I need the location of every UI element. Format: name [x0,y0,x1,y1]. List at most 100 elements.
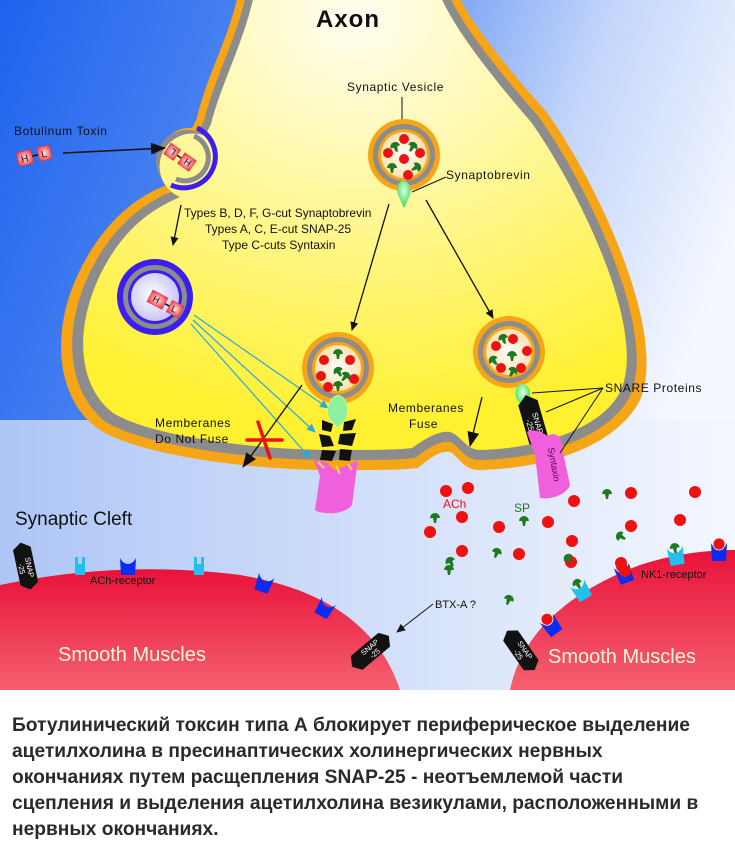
types-line-1: Types B, D, F, G-cut Synaptobrevin [184,206,371,220]
nk1-receptor [666,543,685,567]
acetylcholine-molecule [566,535,578,547]
acetylcholine-molecule [345,355,355,365]
fuse-label-1: Memberanes [388,401,464,415]
substance-p-molecule [333,381,343,391]
acetylcholine-molecule [440,485,452,497]
caption-line: ацетилхолина в пресинаптических холинерг… [12,741,603,762]
acetylcholine-molecule [456,511,468,523]
synaptic-vesicle-label: Synaptic Vesicle [347,80,444,94]
block-x-icon [245,420,284,460]
snap25-muscle-left: SNAP -25 [13,542,39,590]
acetylcholine-molecule [462,482,474,494]
acetylcholine-molecule [415,148,425,158]
caption-line: Ботулинический токсин типа А блокирует п… [12,715,690,736]
acetylcholine-molecule [399,134,409,144]
smooth-muscle-right [510,550,735,690]
neurotransmitters [424,482,701,605]
endocytosis-arrow [170,204,182,246]
axon-title: Axon [316,6,380,33]
substance-p-molecule [602,489,612,499]
vesicle-path-arrow-right [425,199,494,319]
acetylcholine-molecule [513,548,525,560]
cleaved-syntaxin [314,460,358,514]
substance-p-molecule [519,516,529,526]
acetylcholine-molecule [403,170,413,180]
acetylcholine-molecule [516,363,526,373]
toxin-molecule-free: H L [15,144,53,167]
caption-line: окончаниях путем расщепления SNAP-25 - н… [12,767,624,788]
acetylcholine-molecule [383,148,393,158]
ach-receptor [314,597,336,620]
ach-receptor [120,558,136,575]
smooth-muscle-left [0,569,400,690]
types-line-3: Type C-cuts Syntaxin [222,238,335,252]
btx-a-arrow [396,603,434,633]
substance-p-molecule [508,366,518,377]
botulinum-toxin-label: Botulinum Toxin [14,124,108,138]
blocked-fusion-arrow [242,384,303,468]
smooth-muscles-left-label: Smooth Muscles [58,644,206,666]
caption-line: сцепления и выделения ацетилхолина везик… [12,793,699,814]
cleavage-arrow-synaptobrevin [193,314,329,409]
toxin-heavy-chain-label: H [182,156,193,168]
ach-receptor [75,557,85,575]
toxin-heavy-chain-label: H [20,153,30,165]
substance-p-molecule [341,371,351,382]
substance-p-molecule [390,142,401,152]
substance-p-molecule [563,553,573,564]
ach-receptor [254,572,275,594]
caption-line: нервных окончаниях. [12,819,219,840]
acetylcholine-molecule [496,363,506,373]
syntaxin-right: Syntaxin [527,430,570,499]
snap25-label: -25 [16,563,27,575]
substance-p-molecule [333,349,343,359]
acetylcholine-molecule [319,355,329,365]
toxin-binding-arrow [62,142,166,155]
endocytic-pit [169,125,218,191]
toxin-light-chain-label: L [40,149,48,161]
substance-p-molecule [572,578,582,589]
acetylcholine-molecule [424,526,436,538]
acetylcholine-molecule [493,521,505,533]
acetylcholine-molecule [349,374,359,384]
synaptic-vesicle-top [368,119,440,191]
nk1-receptor [570,578,593,603]
acetylcholine-molecule [674,514,686,526]
acetylcholine-molecule [508,334,518,344]
substance-p-molecule [669,543,680,554]
no-fuse-label-1: Memberanes [155,416,231,430]
ach-receptor [194,557,204,575]
sp-label: SP [514,501,530,515]
nk1-receptor-label: NK1-receptor [641,569,707,581]
cleaved-synaptobrevin [327,394,349,429]
synaptic-vesicle-fusing [473,316,545,388]
snap25-label: SNAP [23,556,36,578]
cleaved-snap25-fragments [319,419,356,461]
substance-p-molecule [430,513,440,523]
types-line-2: Types A, C, E-cut SNAP-25 [205,222,351,236]
smooth-muscles-right-label: Smooth Muscles [548,646,696,668]
substance-p-molecule [445,556,455,567]
ach-receptor-label: ACh-receptor [90,575,156,587]
acetylcholine-molecule [323,382,333,392]
acetylcholine-molecule [625,487,637,499]
nk1-receptor [711,537,727,561]
acetylcholine-molecule [456,545,468,557]
acetylcholine-molecule [619,565,631,577]
fusion-arrow [467,396,483,447]
nk1-receptor [539,612,563,638]
substance-p-molecule [488,355,498,366]
substance-p-molecule [507,351,517,361]
synaptobrevin-label: Synaptobrevin [446,168,531,182]
substance-p-molecule [491,548,502,558]
substance-p-molecule [498,334,509,344]
acetylcholine-molecule [491,341,501,351]
acetylcholine-molecule [689,486,701,498]
cleavage-arrow-syntaxin [190,323,311,459]
synaptic-cleft-label: Synaptic Cleft [15,509,133,530]
snare-proteins-label: SNARE Proteins [605,381,702,395]
acetylcholine-molecule [399,154,409,164]
substance-p-molecule [444,565,454,575]
substance-p-molecule [333,366,343,377]
toxin-molecule-bound: L H [163,142,197,172]
